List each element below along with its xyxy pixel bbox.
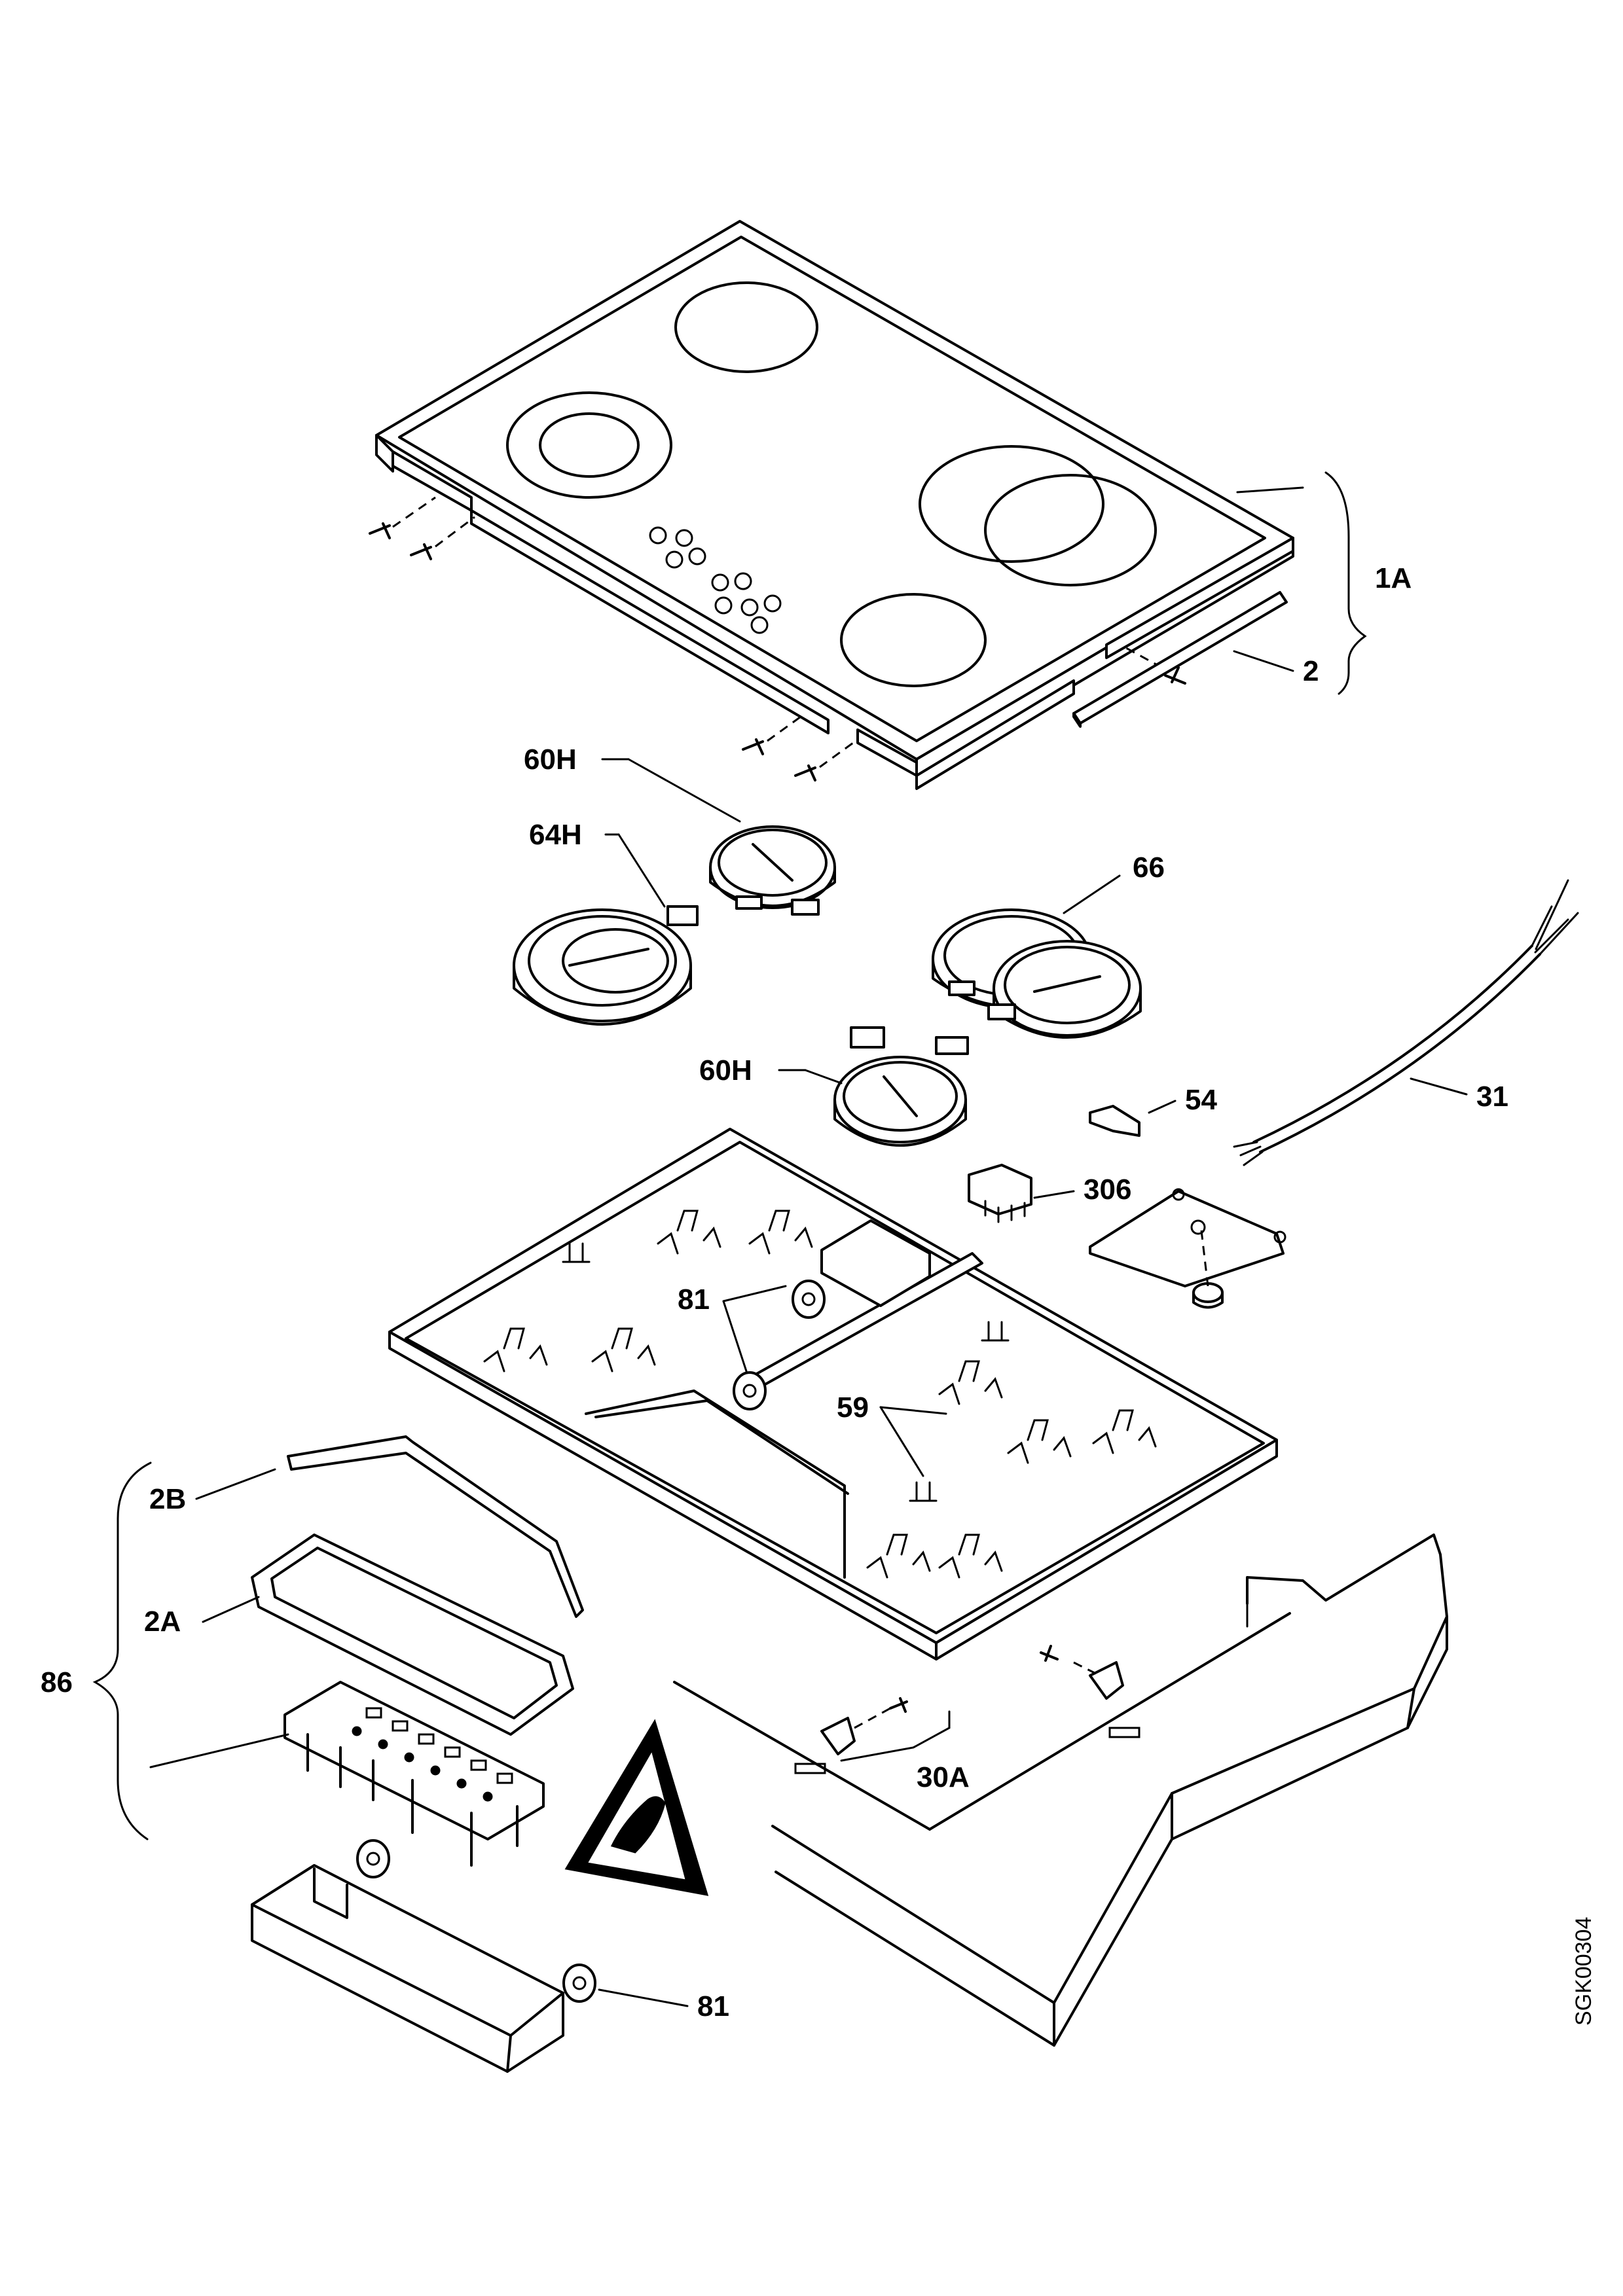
spring-clips <box>483 1210 1157 1579</box>
label-60h-front: 60H <box>524 744 741 823</box>
label-86-text: 86 <box>41 1666 73 1698</box>
control-board-components <box>352 1707 513 1802</box>
heating-element-60h-front <box>709 825 836 916</box>
heating-element-64h <box>513 905 699 1026</box>
label-60h-rear: 60H <box>699 1054 843 1086</box>
esd-warning-icon <box>564 1719 709 1896</box>
document-code: SGK00304 <box>1571 1917 1596 2026</box>
label-306: 306 <box>1084 1174 1131 1206</box>
label-66: 66 <box>1063 852 1165 914</box>
power-cable: 31 <box>1233 879 1579 1166</box>
glass-ceramic-top <box>369 220 1294 790</box>
mounting-plate <box>1089 1188 1286 1309</box>
bracket-81: 81 <box>678 1280 826 1410</box>
label-2b: 2B <box>149 1483 186 1515</box>
label-2a: 2A <box>144 1605 181 1638</box>
label-31: 31 <box>1476 1081 1508 1113</box>
worktop-frame <box>673 1534 1448 2047</box>
label-81-lower: 81 <box>697 1990 729 2022</box>
label-group-top: 1A 2 <box>1233 471 1412 695</box>
seal-2b: 2B <box>149 1435 584 1618</box>
control-board <box>149 1681 545 1867</box>
label-86: 86 <box>41 1462 152 1840</box>
clip-54: 54 <box>1089 1084 1217 1137</box>
seal-rail <box>1072 591 1288 728</box>
frame-screws <box>369 496 1186 781</box>
base-tray <box>388 1128 1278 1660</box>
label-30a: 30A <box>917 1761 970 1793</box>
label-60h-2: 60H <box>699 1054 752 1086</box>
label-59: 59 <box>837 1391 947 1477</box>
bracket-81-lower: 81 <box>356 1839 729 2022</box>
label-81-upper: 81 <box>678 1283 710 1316</box>
label-60h-1: 60H <box>524 744 577 776</box>
label-59-text: 59 <box>837 1391 869 1424</box>
terminal-block: 306 <box>968 1164 1131 1223</box>
label-64h: 64H <box>529 819 666 908</box>
label-66-text: 66 <box>1133 852 1165 884</box>
control-housing <box>251 1864 564 2073</box>
heating-element-60h-rear <box>833 1026 969 1147</box>
heating-element-66 <box>932 908 1142 1039</box>
seal-2a: 2A <box>144 1534 574 1736</box>
label-1a: 1A <box>1375 562 1412 594</box>
label-2: 2 <box>1303 655 1319 687</box>
label-54: 54 <box>1185 1084 1217 1116</box>
touch-control-buttons <box>649 526 782 634</box>
label-64h-text: 64H <box>529 819 582 851</box>
fixing-screws-30a: 30A <box>820 1645 1124 1793</box>
